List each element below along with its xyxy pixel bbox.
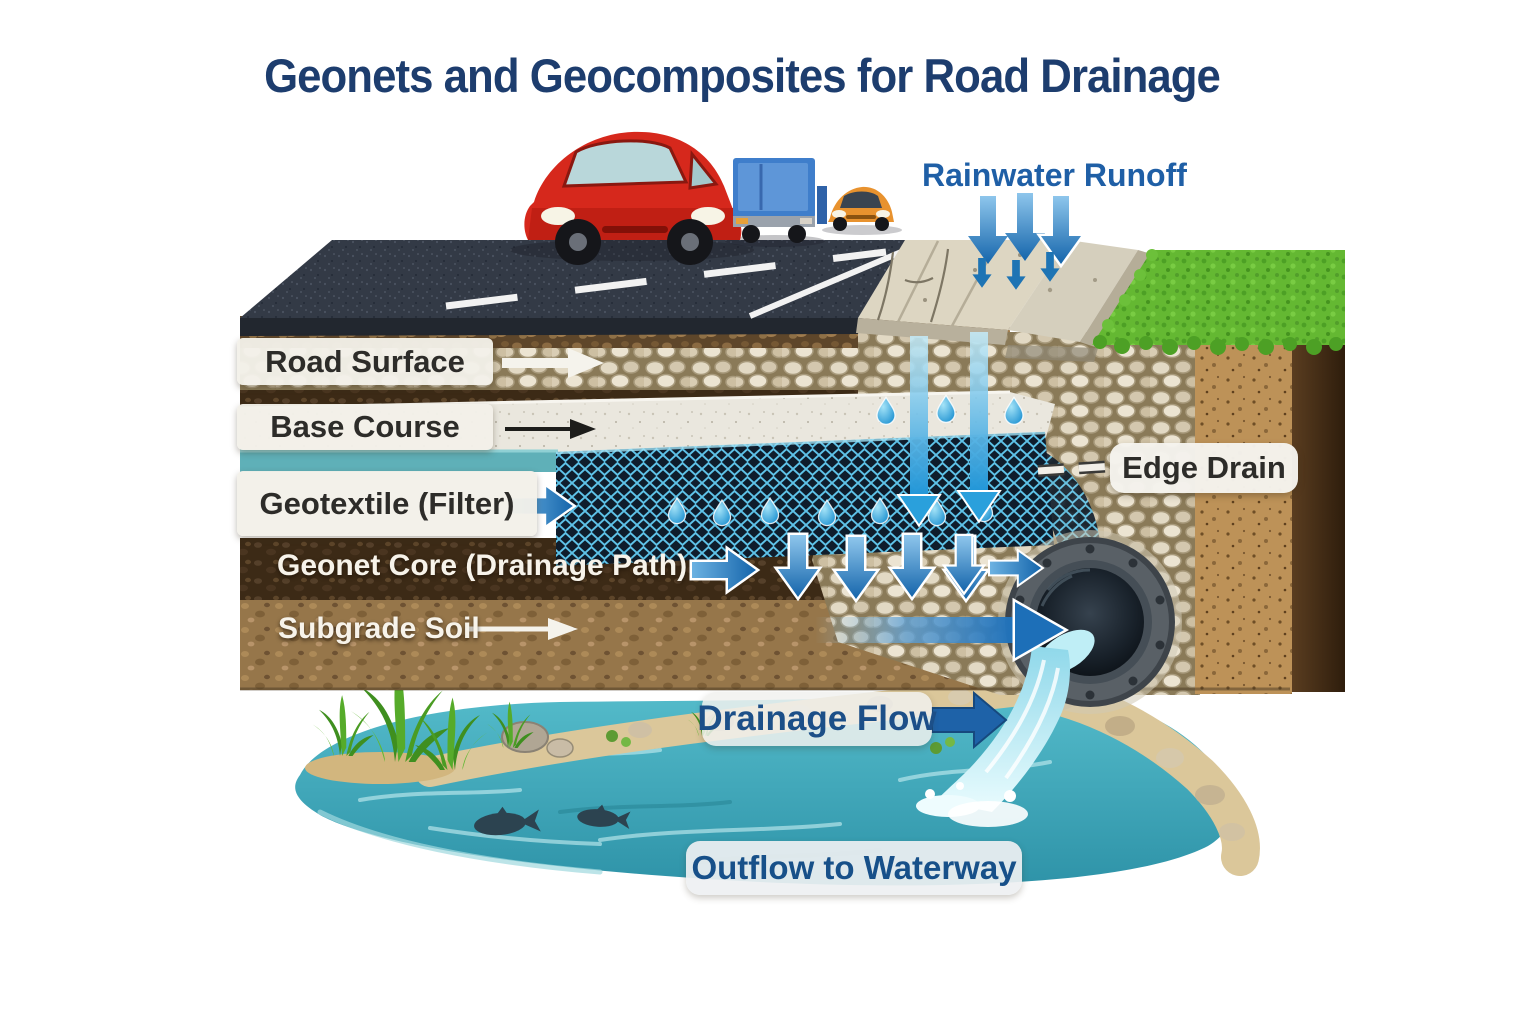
road-surface-top — [240, 240, 1345, 362]
label-rainwater-runoff: Rainwater Runoff — [922, 157, 1187, 193]
drainage-flow-arrow-icon — [931, 690, 1008, 750]
grass-verge — [1092, 250, 1345, 345]
label-road-surface: Road Surface — [237, 338, 493, 385]
label-geotextile-filter: Geotextile (Filter) — [237, 471, 537, 536]
grass-fringe — [1093, 249, 1343, 355]
label-outflow-to-waterway: Outflow to Waterway — [686, 841, 1022, 895]
red-car-icon — [524, 131, 742, 265]
waterfall — [916, 629, 1095, 827]
label-pointer-arrows — [468, 348, 1115, 750]
infiltration-beams — [896, 332, 1002, 528]
orange-car-icon — [828, 186, 894, 231]
label-base-course: Base Course — [237, 404, 493, 450]
label-edge-drain: Edge Drain — [1110, 443, 1298, 493]
label-subgrade-soil: Subgrade Soil — [278, 612, 480, 645]
label-drainage-flow: Drainage Flow — [697, 692, 937, 746]
diagram-title: Geonets and Geocomposites for Road Drain… — [264, 49, 1221, 102]
curb — [1008, 240, 1138, 342]
blue-truck-icon — [733, 158, 827, 243]
vehicles — [510, 131, 902, 265]
label-geonet-core: Geonet Core (Drainage Path) — [277, 549, 688, 582]
lane-marking — [748, 247, 908, 319]
